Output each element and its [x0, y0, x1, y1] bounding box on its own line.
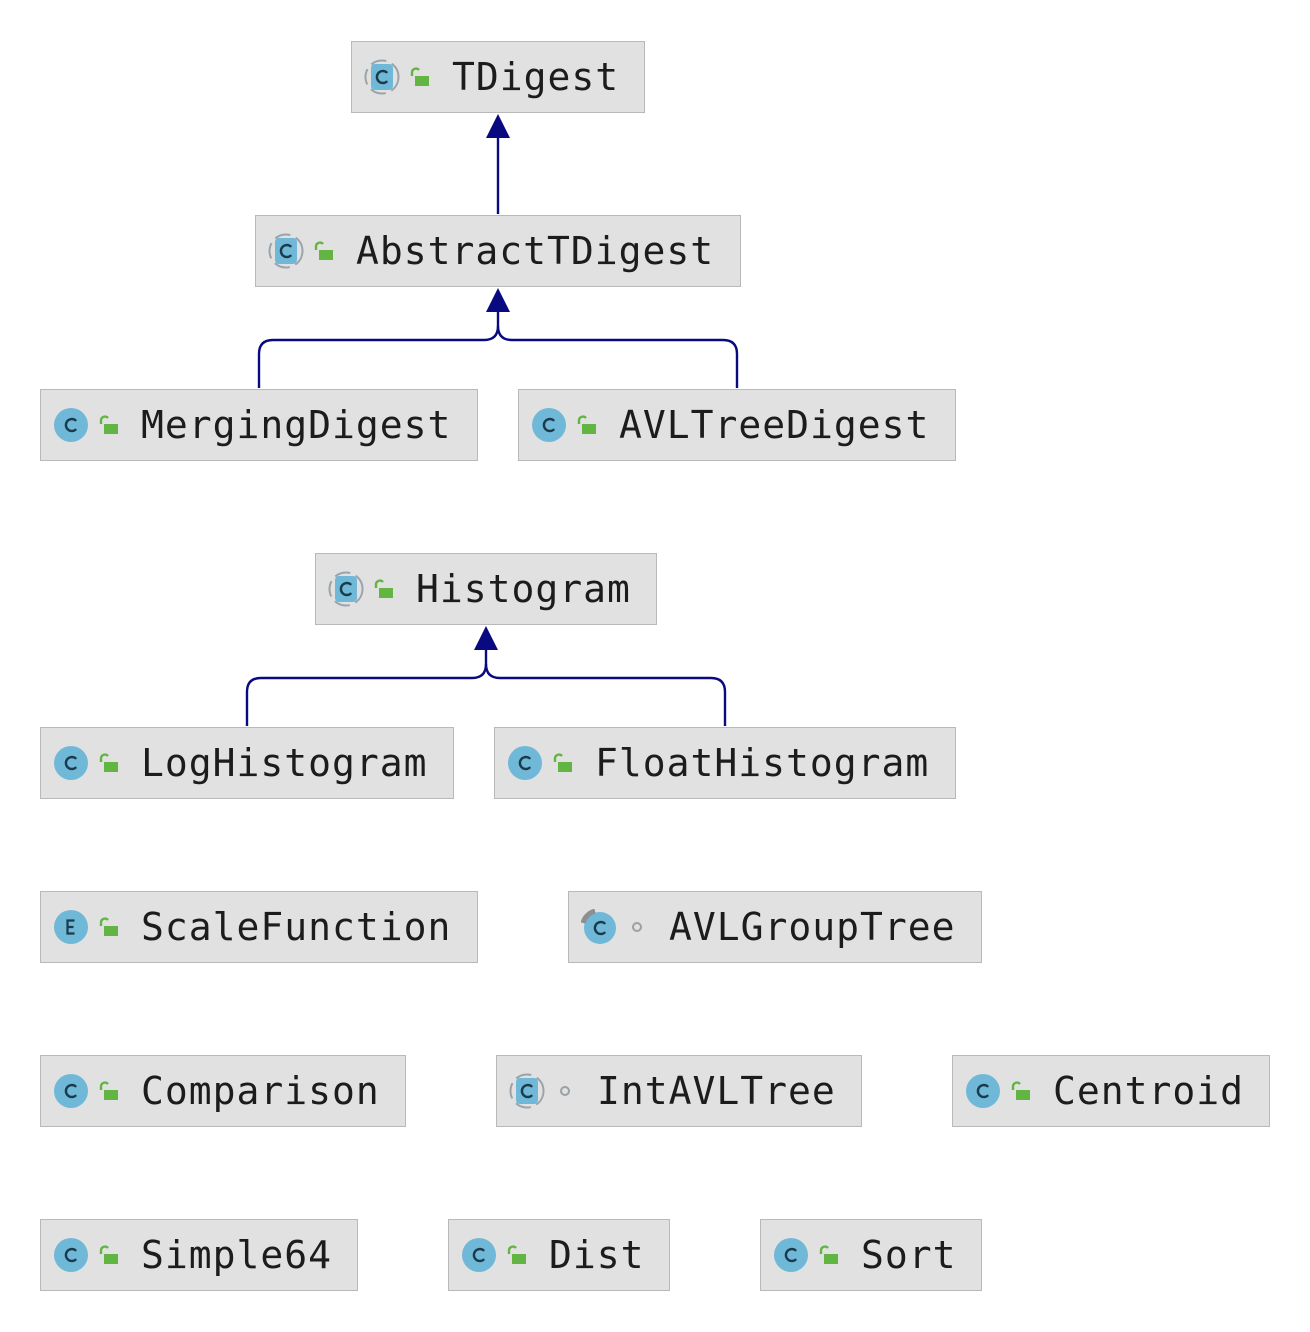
class-node-tdigest[interactable]: TDigest — [351, 41, 645, 113]
class-icon — [965, 1073, 1001, 1109]
class-node-avltreedigest[interactable]: AVLTreeDigest — [518, 389, 956, 461]
arrowhead-histogram — [474, 626, 498, 650]
class-node-mergingdigest[interactable]: MergingDigest — [40, 389, 478, 461]
class-node-histogram[interactable]: Histogram — [315, 553, 657, 625]
public-lock-icon — [551, 751, 575, 775]
class-node-dist[interactable]: Dist — [448, 1219, 670, 1291]
class-name: Dist — [549, 1233, 645, 1277]
class-name: Histogram — [416, 567, 631, 611]
public-lock-icon — [817, 1243, 841, 1267]
class-node-centroid[interactable]: Centroid — [952, 1055, 1270, 1127]
class-name: AbstractTDigest — [356, 229, 715, 273]
public-lock-icon — [1009, 1079, 1033, 1103]
public-lock-icon — [408, 65, 432, 89]
public-lock-icon — [97, 751, 121, 775]
class-icon — [507, 745, 543, 781]
class-name: AVLGroupTree — [669, 905, 956, 949]
public-lock-icon — [97, 1243, 121, 1267]
class-node-avlgrouptree[interactable]: AVLGroupTree — [568, 891, 982, 963]
class-name: TDigest — [452, 55, 620, 99]
public-lock-icon — [312, 239, 336, 263]
public-lock-icon — [505, 1243, 529, 1267]
arrowhead-tdigest — [486, 114, 510, 138]
class-name: Comparison — [141, 1069, 380, 1113]
class-name: LogHistogram — [141, 741, 428, 785]
abstract-class-icon — [364, 59, 400, 95]
class-name: MergingDigest — [141, 403, 452, 447]
class-node-loghistogram[interactable]: LogHistogram — [40, 727, 454, 799]
public-lock-icon — [97, 1079, 121, 1103]
class-name: Sort — [861, 1233, 957, 1277]
class-icon — [461, 1237, 497, 1273]
abstract-class-icon — [509, 1073, 545, 1109]
class-node-simple64[interactable]: Simple64 — [40, 1219, 358, 1291]
class-icon — [53, 745, 89, 781]
class-name: Centroid — [1053, 1069, 1245, 1113]
public-lock-icon — [97, 413, 121, 437]
arrowhead-abstracttdigest — [486, 288, 510, 312]
class-name: Simple64 — [141, 1233, 333, 1277]
edge-mergingdigest-abstracttdigest — [257, 308, 500, 388]
class-icon — [53, 1237, 89, 1273]
public-lock-icon — [372, 577, 396, 601]
abstract-class-icon — [268, 233, 304, 269]
class-name: ScaleFunction — [141, 905, 452, 949]
class-icon — [531, 407, 567, 443]
edge-avltreedigest-abstracttdigest — [496, 325, 739, 388]
class-name: FloatHistogram — [595, 741, 930, 785]
edge-floathistogram-histogram — [484, 663, 727, 726]
final-class-icon — [580, 908, 617, 945]
edge-loghistogram-histogram — [245, 646, 488, 726]
class-node-comparison[interactable]: Comparison — [40, 1055, 406, 1127]
class-icon — [53, 1073, 89, 1109]
class-node-intavltree[interactable]: IntAVLTree — [496, 1055, 862, 1127]
class-name: IntAVLTree — [597, 1069, 836, 1113]
class-node-floathistogram[interactable]: FloatHistogram — [494, 727, 956, 799]
enum-icon — [53, 909, 89, 945]
public-lock-icon — [575, 413, 599, 437]
class-icon — [773, 1237, 809, 1273]
abstract-class-icon — [328, 571, 364, 607]
public-lock-icon — [97, 915, 121, 939]
class-node-sort[interactable]: Sort — [760, 1219, 982, 1291]
package-private-icon — [625, 915, 649, 939]
class-node-abstracttdigest[interactable]: AbstractTDigest — [255, 215, 741, 287]
class-icon — [53, 407, 89, 443]
class-node-scalefunction[interactable]: ScaleFunction — [40, 891, 478, 963]
package-private-icon — [553, 1079, 577, 1103]
class-name: AVLTreeDigest — [619, 403, 930, 447]
